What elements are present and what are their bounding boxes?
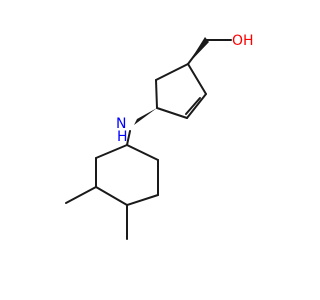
bond-ring-3-4	[126, 194, 159, 206]
bond-c4-c5	[155, 79, 158, 109]
molecule-drawing: OH N H	[65, 33, 254, 240]
bond-c2-c3	[186, 93, 207, 119]
bond-ring-4-5	[95, 186, 128, 206]
hydroxyl-label: OH	[232, 33, 254, 49]
amine-n-label: N	[116, 116, 126, 132]
bond-methyl-3	[65, 186, 97, 204]
bond-c1-c2	[187, 63, 207, 95]
bond-c2-c3-double	[185, 97, 201, 115]
structure-canvas: OH N H	[65, 33, 254, 240]
bond-c3-c4	[156, 107, 188, 119]
bond-ring-6-1	[95, 144, 128, 159]
wedge-bond-c4-n	[134, 108, 157, 125]
amine-h-label: H	[117, 129, 128, 145]
bond-c5-c1	[155, 63, 189, 81]
bond-n-c1prime	[126, 130, 131, 146]
bond-ring-1-2	[126, 144, 159, 161]
wedge-bond-c1-ch2	[188, 37, 209, 64]
